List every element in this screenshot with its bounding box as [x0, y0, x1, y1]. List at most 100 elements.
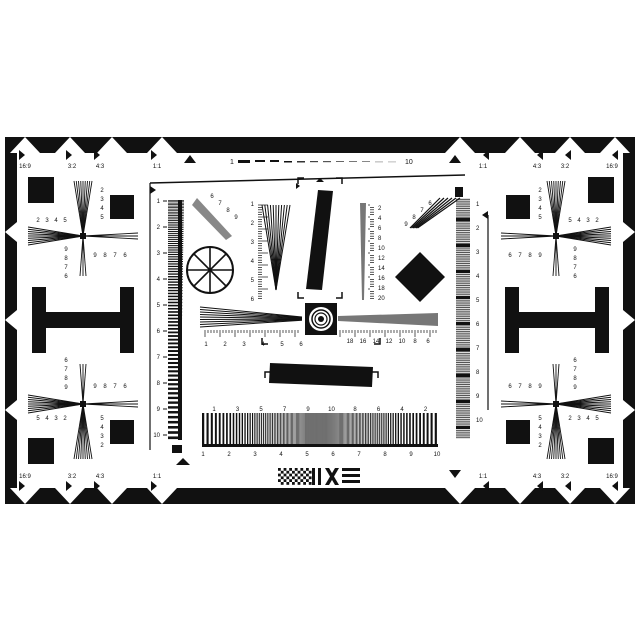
left-scale-label: 3 [157, 251, 161, 257]
aspect-label: 4:3 [533, 474, 542, 480]
center-bar-label: 12 [386, 339, 393, 345]
left-scale-label: 8 [157, 381, 161, 387]
checker-cell [308, 482, 312, 485]
aspect-label: 3:2 [68, 474, 77, 480]
corner-label: 4 [586, 416, 590, 422]
freq-line [430, 413, 433, 447]
grating-marker [456, 400, 470, 403]
freq-line [344, 413, 346, 447]
grating-line [168, 230, 184, 232]
grating-line [456, 233, 470, 235]
freq-line [327, 413, 329, 447]
checker-cell [303, 476, 306, 480]
corner-label: 3 [586, 218, 590, 224]
freq-line [373, 413, 375, 447]
checker-cell [297, 482, 301, 485]
freq-top-label: 5 [259, 407, 263, 413]
center-bar-label: 14 [373, 339, 380, 345]
aspect-label: 16:9 [19, 474, 31, 480]
freq-line [308, 413, 309, 447]
grating-line [168, 268, 183, 270]
freq-line [249, 413, 251, 447]
right-scale-label: 3 [476, 250, 480, 256]
corner-label: 3 [54, 416, 58, 422]
freq-line [281, 413, 283, 447]
aspect-label: 3:2 [68, 164, 77, 170]
fan-line [555, 363, 560, 405]
freq-line [377, 413, 379, 447]
top-scale-start: 1 [230, 159, 234, 166]
grating-line [168, 251, 184, 253]
grating-marker [456, 348, 470, 351]
freq-line [345, 413, 347, 447]
right-scale-label: 9 [476, 394, 480, 400]
corner-label: 9 [538, 384, 542, 390]
aspect-triangle [483, 150, 489, 160]
freq-line [361, 413, 363, 447]
grating-line [456, 312, 470, 314]
fan-line [82, 403, 139, 408]
center-bar-label: 1 [204, 342, 208, 348]
fan-line [500, 403, 557, 408]
fan-scale-label: 1 [251, 202, 255, 208]
grating-line [168, 392, 181, 395]
corner-label: 9 [93, 253, 97, 259]
center-bar-label: 6 [426, 339, 430, 345]
small-markers [150, 155, 488, 478]
grating-line [456, 268, 470, 270]
corner-label: 5 [538, 215, 542, 221]
grating-line [168, 317, 183, 320]
grating-line [456, 319, 470, 321]
checker-cell [294, 479, 298, 482]
grating-line [168, 307, 183, 310]
freq-line [434, 413, 437, 447]
grating-line [168, 411, 181, 414]
grating-line [456, 211, 470, 213]
freq-line [409, 413, 411, 447]
left-scale-label: 9 [157, 407, 161, 413]
checker-cell [278, 479, 281, 482]
grating-line [456, 393, 470, 395]
corner-label: 7 [518, 253, 522, 259]
grating-line [456, 437, 470, 439]
checker-cell [280, 476, 284, 480]
corner-label: 3 [100, 434, 104, 440]
grating-line [168, 240, 184, 242]
left-scale-label: 2 [157, 225, 161, 231]
checker-cell [308, 476, 312, 480]
grating-line [168, 401, 181, 404]
grating-line [456, 387, 470, 389]
grating-line [168, 205, 184, 207]
wedge-left [192, 198, 232, 240]
freq-line [348, 413, 349, 447]
grating-line [168, 321, 182, 323]
grating-line [456, 215, 470, 217]
center-bar-label: 5 [280, 342, 284, 348]
freq-line [426, 413, 429, 447]
checker-cell [292, 482, 295, 485]
freq-line [301, 413, 303, 447]
grating-line [456, 204, 470, 206]
grating-line [456, 250, 470, 252]
grating-line [456, 202, 470, 204]
freq-line [251, 413, 254, 447]
freq-line [326, 413, 327, 447]
grating-line [456, 369, 470, 371]
checker-cell [286, 476, 290, 480]
grating-line [456, 213, 470, 215]
grating-line [456, 378, 470, 380]
grating-line [456, 371, 470, 373]
freq-line [323, 413, 324, 447]
freq-line [342, 413, 343, 447]
fan-scale-label: 14 [378, 266, 385, 272]
freq-line [287, 413, 288, 447]
freq-line [338, 413, 340, 447]
grating-line [456, 345, 470, 347]
corner-label: 2 [595, 218, 599, 224]
grating-line [168, 276, 183, 278]
freq-line [356, 413, 357, 447]
fan-scale-label: 2 [378, 206, 382, 212]
grating-line [168, 242, 184, 245]
freq-line [299, 413, 301, 447]
